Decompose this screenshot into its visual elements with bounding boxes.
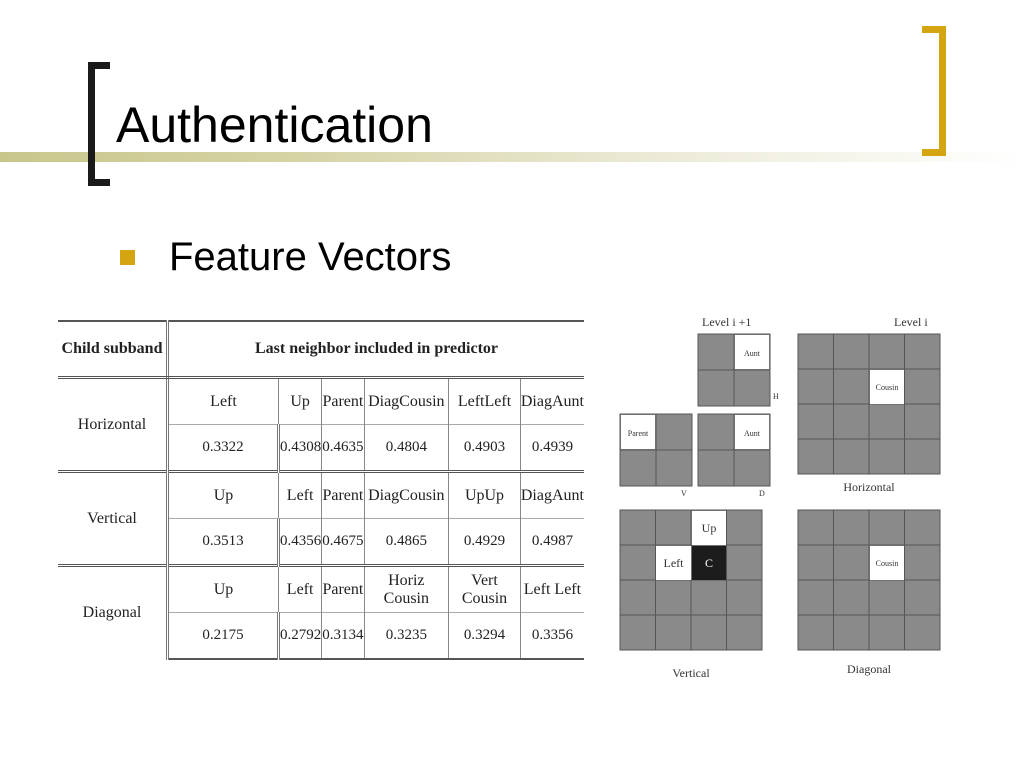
feature-vectors-table: Child subband Last neighbor included in … (58, 320, 584, 660)
neighbor-cell: Parent (321, 377, 364, 425)
value-cell: 0.4356 (277, 518, 322, 566)
cousin-label-d: Cousin (876, 559, 899, 568)
neighbor-cell: Up (277, 377, 322, 425)
small-grid-h: Aunt H (697, 333, 779, 407)
grid-vertical: Up Left C Vertical (619, 509, 763, 680)
neighbor-cell: Parent (321, 470, 364, 519)
header-child-subband: Child subband (58, 320, 169, 379)
value-cell: 0.4987 (519, 518, 584, 566)
value-cell: 0.4635 (321, 424, 364, 472)
neighbor-cell: DiagCousin (363, 470, 449, 519)
table-row: Horizontal Left Up Parent DiagCousin Lef… (58, 377, 584, 472)
subband-label: Horizontal (58, 377, 169, 472)
value-cell: 0.4939 (519, 424, 584, 472)
table-row: Diagonal Up Left Parent Horiz Cousin Ver… (58, 564, 584, 659)
neighbor-cell: Up (167, 564, 279, 613)
cousin-label-h: Cousin (876, 383, 899, 392)
neighbor-cell: Left (277, 564, 322, 613)
parent-cell (621, 415, 655, 449)
value-cell: 0.3134 (321, 612, 364, 660)
bullet-text: Feature Vectors (169, 234, 452, 279)
value-cell: 0.3356 (519, 612, 584, 660)
up-cell (692, 511, 726, 545)
value-cell: 0.4804 (363, 424, 449, 472)
right-bracket-decoration (922, 26, 946, 156)
grid-diagonal: Cousin Diagonal (797, 509, 941, 676)
neighbor-cell: Left Left (519, 564, 584, 613)
current-cell-label: C (705, 556, 713, 570)
left-cell (656, 546, 691, 580)
table-row: 0.3513 0.4356 0.4675 0.4865 0.4929 0.498… (58, 518, 584, 566)
grid-h-label: H (773, 392, 779, 401)
small-grid-v: Parent V (619, 413, 693, 498)
neighbor-cell: DiagAunt (519, 377, 584, 425)
value-cell: 0.4308 (277, 424, 322, 472)
small-grid-d: Aunt D (697, 413, 771, 498)
grid-horizontal: Cousin Horizontal (797, 333, 941, 494)
neighbor-diagram: Level i +1 Level i Aunt H Parent V Aunt (600, 300, 1010, 700)
neighbor-cell: Up (167, 470, 279, 519)
value-cell: 0.3513 (167, 518, 280, 566)
neighbor-cell: Vert Cousin (448, 564, 521, 613)
left-bracket-decoration (88, 62, 110, 186)
aunt-label-d: Aunt (744, 429, 761, 438)
neighbor-cell: DiagAunt (519, 470, 584, 519)
table-row: 0.2175 0.2792 0.3134 0.3235 0.3294 0.335… (58, 612, 584, 660)
diagonal-caption: Diagonal (847, 662, 892, 676)
value-cell: 0.2175 (167, 612, 280, 660)
aunt-cell (735, 335, 769, 369)
table-header-row: Child subband Last neighbor included in … (58, 320, 584, 379)
value-cell: 0.4675 (321, 518, 364, 566)
bullet-item: Feature Vectors (120, 232, 451, 282)
neighbor-cell: Left (167, 377, 279, 425)
value-cell: 0.4929 (448, 518, 521, 566)
level-current-label: Level i (894, 315, 928, 329)
subband-label: Diagonal (58, 564, 169, 659)
value-cell: 0.3294 (448, 612, 521, 660)
table-row: 0.3322 0.4308 0.4635 0.4804 0.4903 0.493… (58, 424, 584, 472)
bullet-square-icon (120, 249, 135, 265)
title-underline-band (0, 152, 1024, 162)
aunt-label: Aunt (744, 349, 761, 358)
value-cell: 0.3235 (363, 612, 449, 660)
neighbor-cell: DiagCousin (363, 377, 449, 425)
neighbor-cell: UpUp (448, 470, 521, 519)
neighbor-cell: Horiz Cousin (363, 564, 449, 613)
parent-label: Parent (628, 429, 649, 438)
aunt-cell-d (735, 415, 769, 449)
neighbor-diagram-svg: Level i +1 Level i Aunt H Parent V Aunt (619, 315, 941, 680)
current-cell (692, 546, 726, 580)
cousin-cell-h (870, 370, 904, 404)
header-last-neighbor: Last neighbor included in predictor (167, 320, 584, 379)
cousin-cell-d (870, 546, 904, 580)
value-cell: 0.4903 (448, 424, 521, 472)
level-next-label: Level i +1 (702, 315, 751, 329)
up-label: Up (702, 521, 717, 535)
slide-title: Authentication (116, 97, 433, 153)
neighbor-cell: Left (277, 470, 322, 519)
value-cell: 0.3322 (167, 424, 280, 472)
grid-d-label: D (759, 489, 765, 498)
value-cell: 0.4865 (363, 518, 449, 566)
subband-label: Vertical (58, 470, 169, 566)
table-row: Vertical Up Left Parent DiagCousin UpUp … (58, 470, 584, 566)
value-cell: 0.2792 (277, 612, 322, 660)
vertical-caption: Vertical (672, 666, 710, 680)
left-label: Left (664, 556, 685, 570)
grid-v-label: V (681, 489, 687, 498)
horizontal-caption: Horizontal (843, 480, 895, 494)
neighbor-cell: LeftLeft (448, 377, 521, 425)
neighbor-cell: Parent (321, 564, 364, 613)
